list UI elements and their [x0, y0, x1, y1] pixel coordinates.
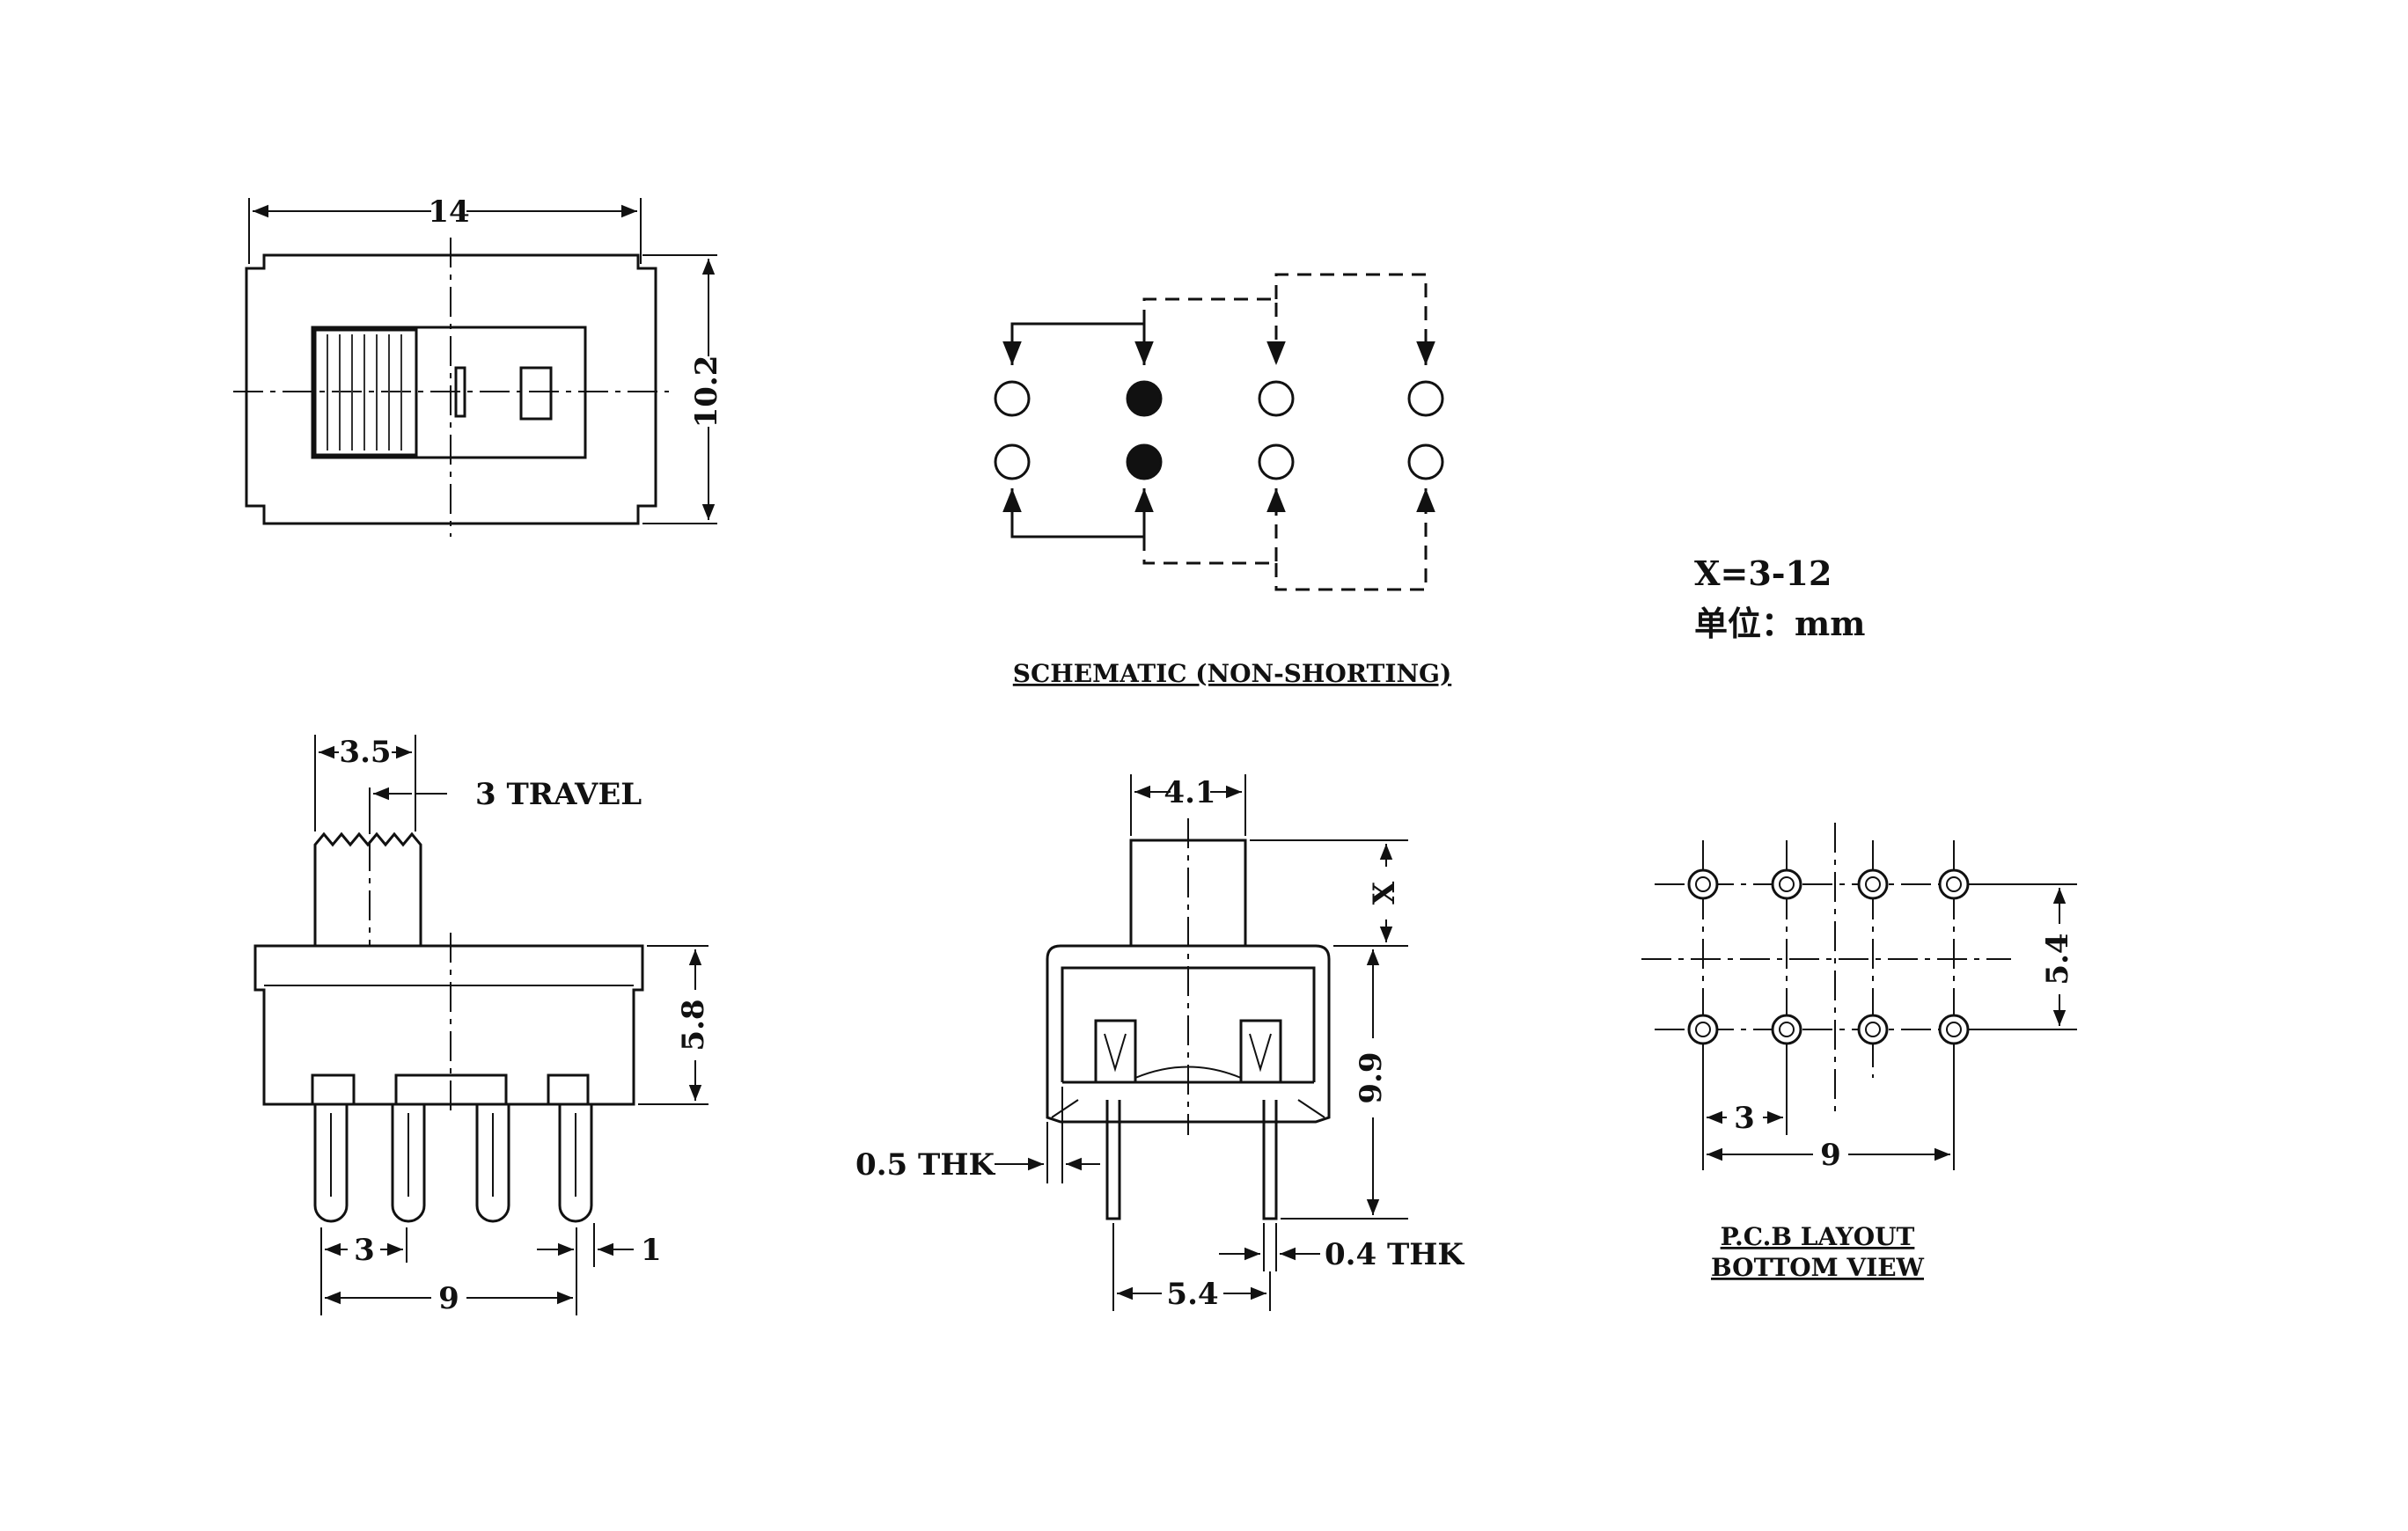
- notes: X=3-12 单位：mm: [1694, 553, 1865, 643]
- top-width-dim: 14: [428, 194, 469, 230]
- side-pitch-dim: 3: [354, 1233, 375, 1268]
- contact-terminal: [1407, 380, 1444, 417]
- end-view: 4.1 X 9.9 0.5 THK 0.4 THK 5.4: [855, 774, 1465, 1312]
- side-travel-dim: 3 TRAVEL: [475, 777, 642, 812]
- side-height-dim: 5.8: [676, 999, 711, 1051]
- schematic-caption: SCHEMATIC (NON-SHORTING): [1013, 659, 1451, 688]
- contact-terminal: [1258, 443, 1295, 480]
- end-x-dim: X: [1367, 881, 1402, 905]
- side-span-dim: 9: [438, 1281, 459, 1316]
- contact-terminal: [1258, 380, 1295, 417]
- pcb-layout: 5.4 3 9 P.C.B LAYOUT BOTTOM VIEW: [1641, 823, 2077, 1282]
- pcb-pitch-dim: 3: [1734, 1101, 1755, 1136]
- end-pin-spacing-dim: 5.4: [1166, 1277, 1218, 1312]
- schematic: SCHEMATIC (NON-SHORTING): [994, 273, 1451, 688]
- end-frame-thk-dim: 0.5 THK: [855, 1147, 995, 1183]
- end-actuator-dim: 4.1: [1164, 775, 1215, 810]
- contact-terminal: [1407, 443, 1444, 480]
- end-height-dim: 9.9: [1354, 1051, 1389, 1103]
- end-pin-thk-dim: 0.4 THK: [1325, 1237, 1465, 1272]
- contact-terminal: [994, 380, 1031, 417]
- pcb-span-dim: 9: [1820, 1138, 1841, 1173]
- pcb-caption-line2: BOTTOM VIEW: [1711, 1253, 1925, 1282]
- contact-terminal: [994, 443, 1031, 480]
- pcb-caption-line1: P.C.B LAYOUT: [1721, 1222, 1915, 1251]
- unit-note: 单位：mm: [1694, 604, 1865, 643]
- top-height-dim: 10.2: [689, 355, 724, 429]
- x-range-note: X=3-12: [1694, 553, 1832, 593]
- side-pin-width-dim: 1: [641, 1233, 662, 1268]
- top-view: 14 10.2: [233, 194, 724, 537]
- common-terminal: [1126, 443, 1163, 480]
- pcb-row-spacing-dim: 5.4: [2040, 933, 2075, 985]
- side-view: 3.5 3 TRAVEL 5.8 3 9 1: [253, 735, 711, 1316]
- common-terminal: [1126, 380, 1163, 417]
- pcb-holes: [1687, 868, 1970, 1045]
- side-actuator-dim: 3.5: [339, 735, 391, 770]
